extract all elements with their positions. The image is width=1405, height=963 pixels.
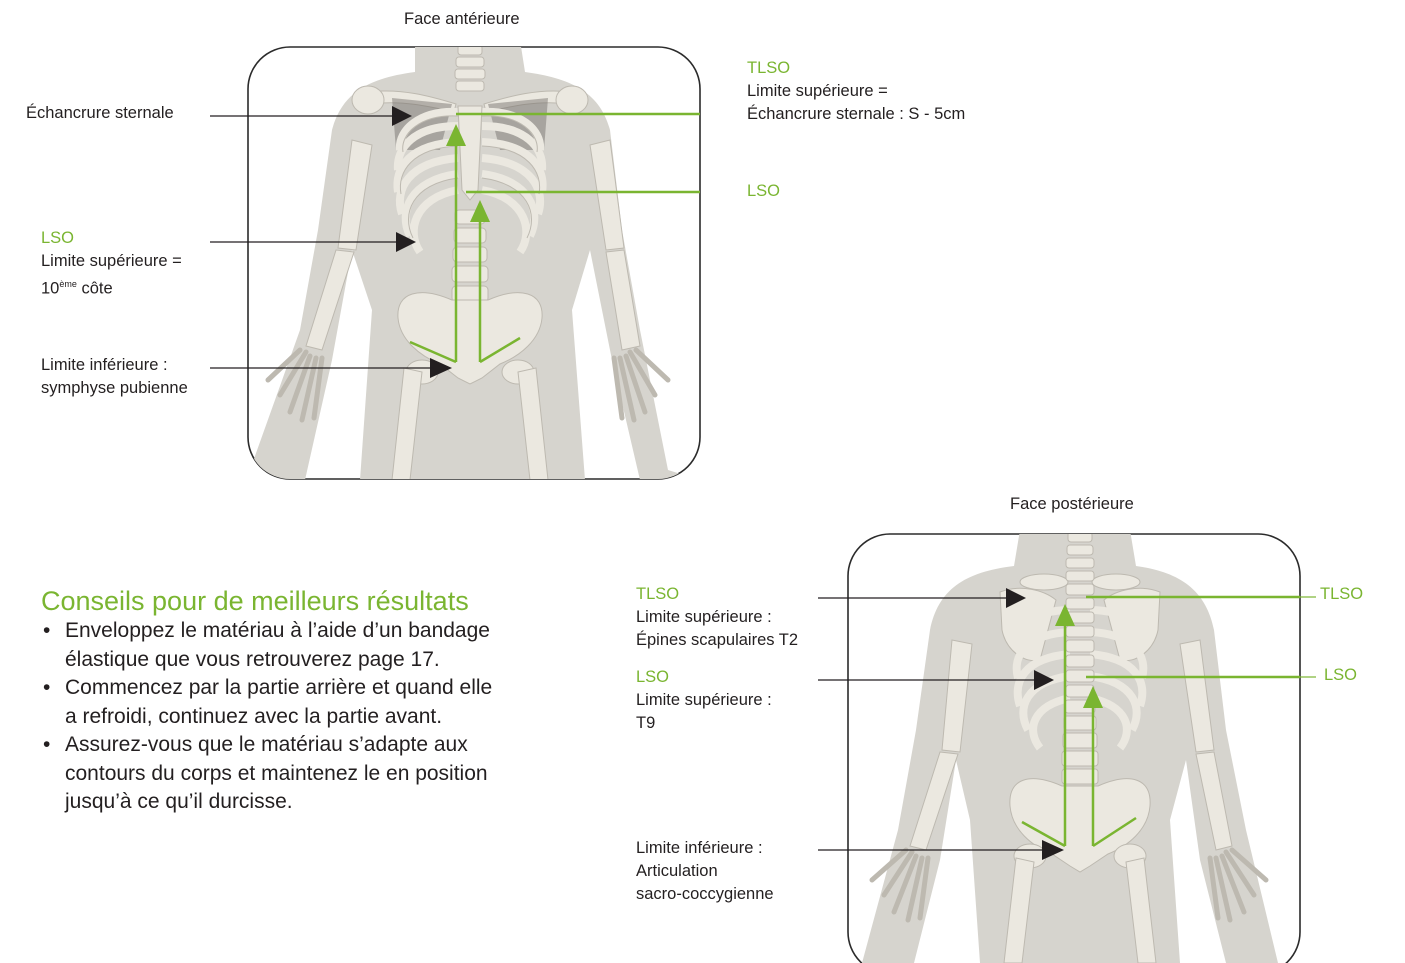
tip-line: Commencez par la partie arrière et quand… [65, 674, 601, 703]
lso-line2: T9 [636, 712, 772, 735]
anterior-figure [210, 40, 743, 480]
tip-line: Assurez-vous que le matériau s’adapte au… [65, 731, 601, 760]
inf-line3: sacro-coccygienne [636, 883, 774, 906]
posterior-caption: Face postérieure [1010, 495, 1134, 514]
anterior-lumbar [452, 210, 488, 302]
anterior-caption: Face antérieure [404, 10, 520, 29]
label-lso-left-posterior: LSO Limite supérieure : T9 [636, 666, 772, 735]
inf-line2: Articulation [636, 860, 774, 883]
tip-item: Enveloppez le matériau à l’aide d’un ban… [41, 617, 601, 674]
label-echancrure-sternale: Échancrure sternale [26, 102, 174, 125]
tlso-line2: Épines scapulaires T2 [636, 629, 798, 652]
label-tlso-right-posterior: TLSO [1320, 583, 1363, 606]
lso-line1: Limite supérieure = [41, 250, 182, 273]
anterior-sternum [458, 106, 482, 200]
tip-line: a refroidi, continuez avec la partie ava… [65, 703, 601, 732]
label-limite-inferieure-anterior: Limite inférieure : symphyse pubienne [41, 354, 188, 400]
label-lso-right-posterior: LSO [1324, 664, 1357, 687]
inf-line1: Limite inférieure : [41, 354, 188, 377]
tip-item: Assurez-vous que le matériau s’adapte au… [41, 731, 601, 817]
label-lso-left: LSO Limite supérieure = 10ème côte [41, 227, 182, 301]
tlso-line1: Limite supérieure : [636, 606, 798, 629]
tip-line: Enveloppez le matériau à l’aide d’un ban… [65, 617, 601, 646]
posterior-figure [818, 530, 1316, 963]
tip-line: élastique que vous retrouverez page 17. [65, 646, 601, 675]
tip-line: jusqu’à ce qu’il durcisse. [65, 788, 601, 817]
label-tlso-left-posterior: TLSO Limite supérieure : Épines scapulai… [636, 583, 798, 652]
lso-line1: Limite supérieure : [636, 689, 772, 712]
inf-line1: Limite inférieure : [636, 837, 774, 860]
anterior-pelvis [398, 293, 542, 384]
tlso-line1: Limite supérieure = [747, 80, 965, 103]
label-lso-right-anterior: LSO [747, 180, 780, 203]
label-limite-inferieure-posterior: Limite inférieure : Articulation sacro-c… [636, 837, 774, 906]
inf-line2: symphyse pubienne [41, 377, 188, 400]
label-tlso-right-anterior: TLSO Limite supérieure = Échancrure ster… [747, 57, 965, 126]
tips-list: Enveloppez le matériau à l’aide d’un ban… [41, 617, 601, 817]
lso-title: LSO [636, 666, 772, 689]
lso-title: LSO [41, 227, 182, 250]
tlso-title: TLSO [636, 583, 798, 606]
tip-item: Commencez par la partie arrière et quand… [41, 674, 601, 731]
lso-line2: 10ème côte [41, 273, 182, 301]
tips-title: Conseils pour de meilleurs résultats [41, 586, 601, 617]
tips-section: Conseils pour de meilleurs résultats Env… [41, 586, 601, 817]
posterior-green-leaders-outside [1300, 597, 1316, 677]
tip-line: contours du corps et maintenez le en pos… [65, 760, 601, 789]
tlso-title: TLSO [747, 57, 965, 80]
tlso-line2: Échancrure sternale : S - 5cm [747, 103, 965, 126]
